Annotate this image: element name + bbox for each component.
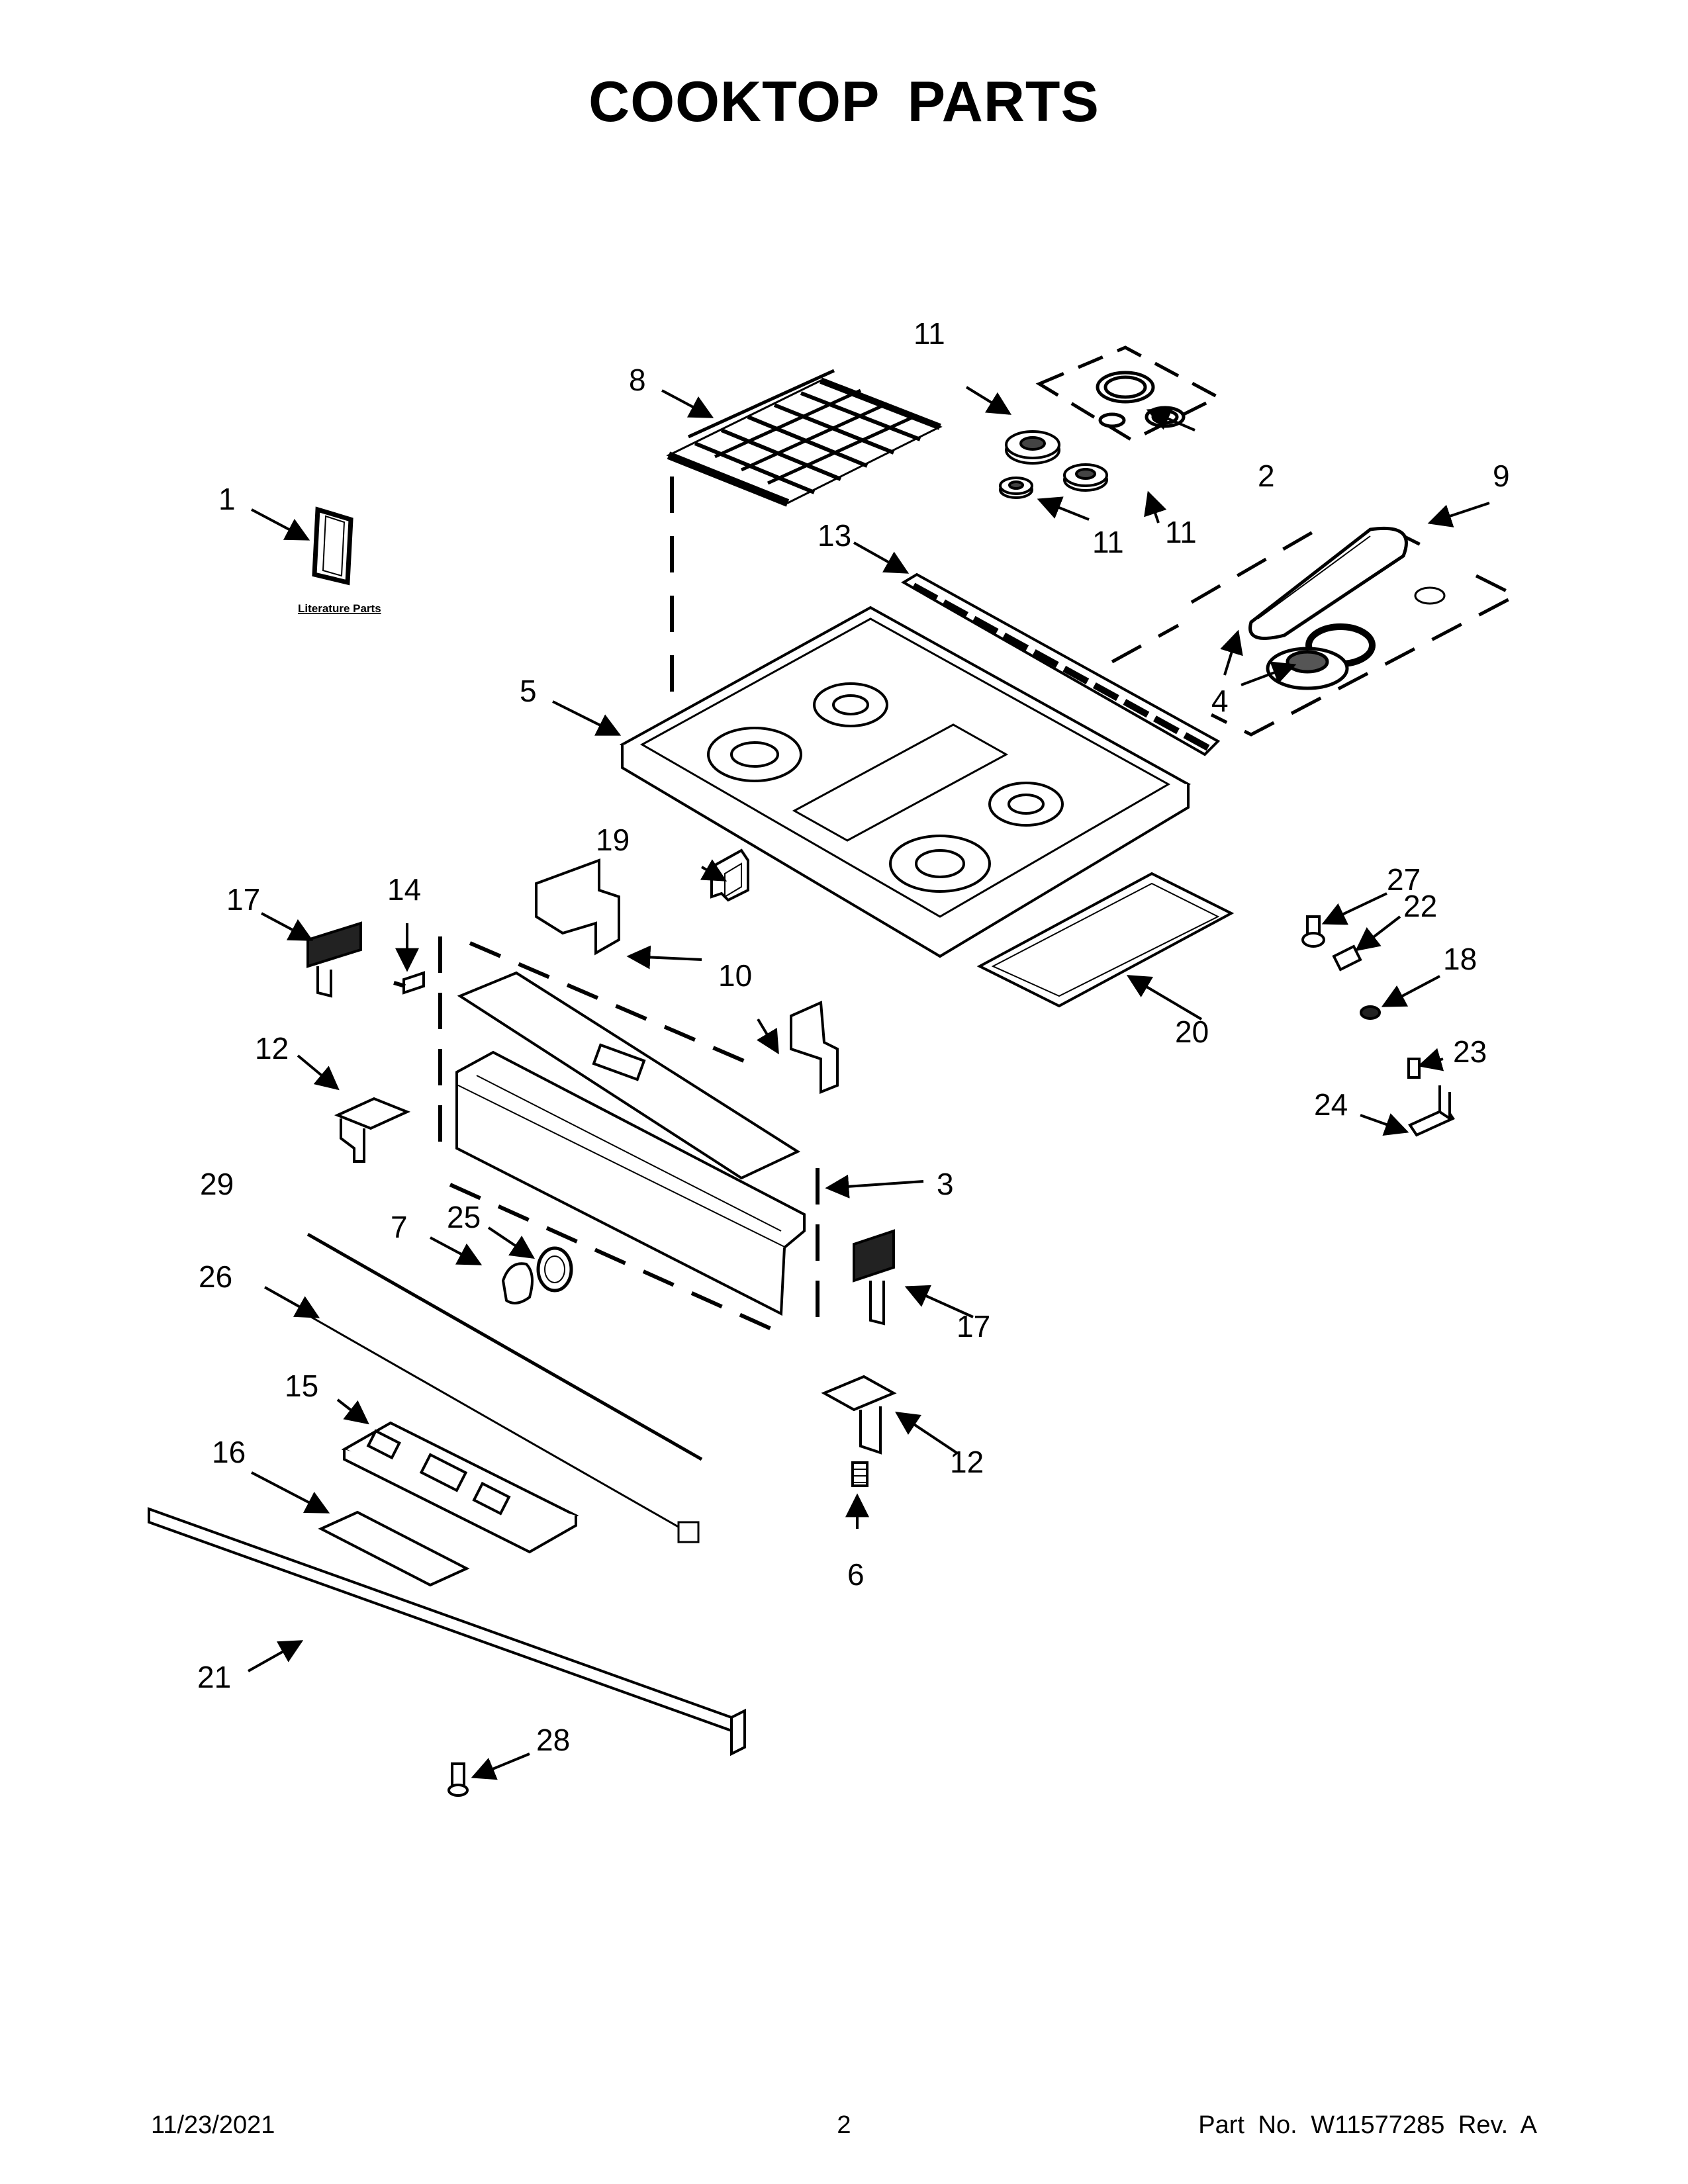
screw-28 [447,1762,469,1797]
footer-date: 11/23/2021 [151,2111,275,2139]
literature-parts-label: Literature Parts [298,602,381,615]
control-panel [438,936,820,1332]
burner-caps-kit [1035,345,1222,442]
overlay-badge-right [853,1229,895,1326]
hinge-bracket-left [334,1097,411,1163]
callout-7: 7 [391,1210,408,1244]
cooktop-main-top [619,606,1191,958]
rear-vent-trim [901,572,1221,756]
callout-1: 1 [218,482,236,516]
literature-parts [312,506,353,586]
side-brackets [535,848,839,1094]
callout-15: 15 [285,1369,318,1403]
callout-11-top: 11 [914,316,945,351]
control-board [341,1421,579,1554]
igniter-22 [1332,944,1362,972]
hinge-bracket-right [821,1375,897,1455]
bracket-24 [1408,1085,1455,1137]
callout-10: 10 [718,958,752,993]
board-shield [318,1510,470,1587]
griddle [976,872,1235,1008]
callout-9: 9 [1493,459,1510,493]
page-title: COOKTOP PARTS [588,70,1100,134]
knob [501,1262,534,1304]
callout-24: 24 [1314,1087,1348,1122]
callout-3: 3 [937,1167,954,1201]
callout-18: 18 [1443,942,1477,976]
footer-part-number: Part No. W11577285 Rev. A [1198,2111,1537,2139]
callout-19: 19 [596,823,630,857]
grate [666,369,943,507]
callout-17-right: 17 [957,1309,990,1343]
callout-16: 16 [212,1435,246,1469]
wire-harness [310,1316,700,1543]
screw-23 [1407,1058,1421,1079]
burner-medium [1063,463,1108,492]
callout-labels: 1 2 3 4 5 6 7 8 9 10 11 11 11 12 12 13 1… [197,316,1510,1757]
screw-14 [393,971,425,995]
rod [306,1232,703,1461]
screw-6 [851,1461,868,1487]
callout-arrows [248,386,1490,1780]
callout-5: 5 [520,674,537,708]
knob-bezel [536,1246,573,1293]
foot-18 [1360,1005,1381,1020]
oval-burner-kit [1111,526,1520,737]
callout-12-right: 12 [950,1445,984,1479]
callout-23: 23 [1453,1034,1487,1069]
callout-4: 4 [1211,684,1229,718]
callout-29: 29 [200,1167,234,1201]
callout-17-left: 17 [226,882,260,917]
callout-13: 13 [818,518,851,553]
callout-2: 2 [1258,459,1275,493]
callout-25: 25 [447,1200,481,1234]
front-trim [148,1507,746,1756]
callout-6: 6 [847,1557,865,1592]
callout-27: 27 [1387,862,1421,897]
callout-26: 26 [199,1259,232,1294]
footer-page-number: 2 [837,2111,851,2139]
burner-large [1005,430,1060,465]
overlay-badge-left [306,921,362,998]
callout-20: 20 [1175,1015,1209,1049]
burner-small [999,477,1033,499]
callout-11-bottom: 11 [1092,525,1124,559]
callout-12-left: 12 [255,1031,289,1066]
callout-28: 28 [536,1723,570,1757]
callout-21: 21 [197,1660,231,1694]
callout-11-right: 11 [1165,515,1197,549]
callout-22: 22 [1403,889,1437,923]
callout-8: 8 [629,363,646,397]
callout-14: 14 [387,872,421,907]
orifice-27 [1301,915,1325,948]
